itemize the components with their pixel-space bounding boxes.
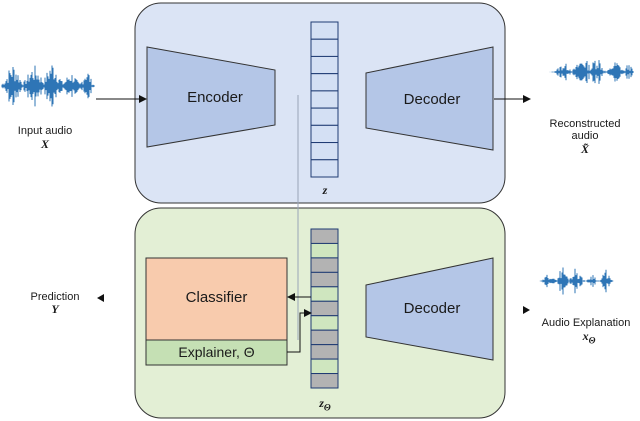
latent-z-theta-cell (310, 271, 339, 288)
latent-z-theta-cell (310, 228, 339, 244)
latent-z-cell (310, 124, 339, 144)
latent-z-theta-cell (310, 315, 339, 331)
latent-z-theta-cell (310, 242, 339, 259)
latent-z-cell (310, 142, 339, 161)
reconstructed-label-line1: Reconstructed (549, 118, 621, 130)
latent-vector-z-theta (310, 228, 339, 389)
explanation-label: Audio Explanation (541, 317, 631, 329)
input-audio-label: Input audio (17, 125, 73, 137)
latent-z-cell (310, 73, 339, 92)
latent-z-theta-cell (310, 257, 339, 273)
encoder-label: Encoder (187, 89, 243, 106)
latent-z-theta-cell (310, 286, 339, 302)
decoder-bottom-label: Decoder (403, 300, 461, 317)
latent-z-theta-cell (310, 300, 339, 317)
prediction-symbol: Y (51, 302, 59, 316)
latent-z-cell (310, 38, 339, 57)
latent-z-theta-cell (310, 344, 339, 360)
encoder-block (146, 46, 276, 148)
latent-z-theta-cell (310, 373, 339, 389)
input-waveform-icon (1, 65, 95, 107)
latent-z-symbol: z (322, 183, 328, 197)
latent-z-cell (310, 107, 339, 126)
latent-z-cell (310, 55, 339, 75)
input-audio-symbol: X (40, 137, 49, 151)
classifier-label: Classifier (185, 289, 248, 306)
latent-z-cell (310, 90, 339, 109)
latent-z-theta-symbol: zΘ (319, 396, 331, 413)
reconstructed-label-line2: audio (571, 130, 599, 142)
explainer-to-latent-arrow (287, 309, 312, 353)
latent-z-cell (310, 21, 339, 40)
reconstructed-waveform-icon (546, 60, 634, 84)
explanation-symbol: xΘ (582, 329, 596, 346)
reconstructed-symbol: X̃ (580, 142, 589, 156)
decoder-block-top (365, 46, 494, 151)
explanation-waveform-icon (539, 267, 616, 295)
decoder-block-bottom (365, 257, 494, 361)
explainer-label: Explainer, Θ (178, 344, 255, 360)
latent-vector-z (310, 21, 339, 178)
prediction-arrowhead (97, 294, 104, 302)
prediction-label: Prediction (30, 291, 80, 303)
decoder-top-label: Decoder (403, 91, 461, 108)
latent-z-theta-cell (310, 329, 339, 346)
explanation-arrowhead (523, 306, 530, 314)
latent-z-cell (310, 159, 339, 178)
latent-z-theta-cell (310, 358, 339, 375)
